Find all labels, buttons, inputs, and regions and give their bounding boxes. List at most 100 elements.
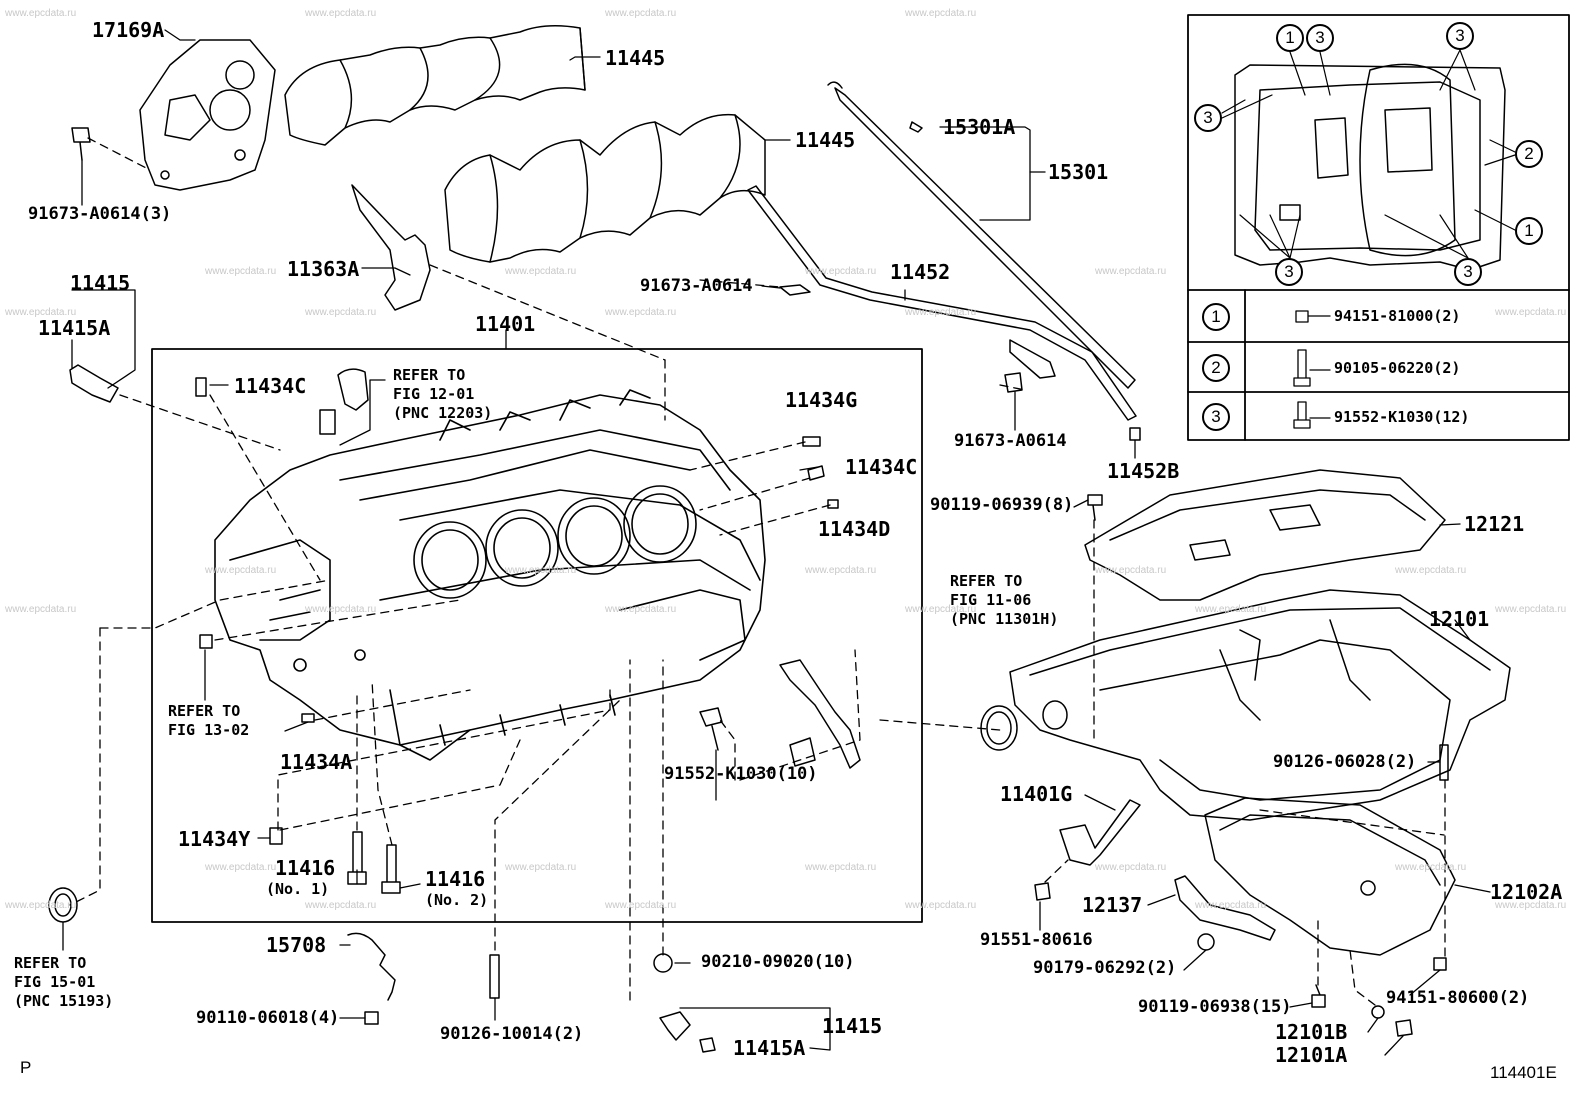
legend-part[interactable]: 91552-K1030(12) — [1334, 408, 1470, 426]
bolt-91552-drawing — [699, 707, 723, 751]
oring-11452B-drawing — [1129, 427, 1141, 441]
clip-15301A-drawing — [909, 121, 923, 133]
part-label[interactable]: 11445 — [605, 46, 666, 70]
watermark: www.epcdata.ru — [205, 862, 277, 873]
part-label[interactable]: 11434D — [818, 517, 891, 541]
part-label[interactable]: 90119-06939(8) — [930, 495, 1074, 515]
guide-tube-bracket — [1009, 339, 1056, 379]
part-label[interactable]: 11401 — [475, 312, 536, 336]
plug-11415-bottom — [659, 1011, 716, 1053]
bolt-91551 — [1034, 882, 1051, 901]
part-label[interactable]: 90126-10014(2) — [440, 1024, 584, 1044]
part-label[interactable]: 11415A — [733, 1036, 806, 1060]
part-label[interactable]: 11415 — [822, 1014, 883, 1038]
part-label[interactable]: 12102A — [1490, 880, 1563, 904]
refer-note-fig12[interactable]: REFER TO FIG 12-01 (PNC 12203) — [393, 366, 493, 422]
bolt-90110 — [364, 1011, 379, 1025]
part-label[interactable]: 11415 — [70, 271, 131, 295]
callout-circle: 2 — [1515, 140, 1543, 168]
watermark: www.epcdata.ru — [5, 604, 77, 615]
part-label[interactable]: 11434C — [234, 374, 307, 398]
callout-circle: 3 — [1275, 258, 1303, 286]
watermark: www.epcdata.ru — [605, 900, 677, 911]
callout-circle: 3 — [1454, 258, 1482, 286]
legend-num: 1 — [1202, 303, 1230, 331]
watermark: www.epcdata.ru — [1195, 900, 1267, 911]
part-label[interactable]: 12101A — [1275, 1043, 1348, 1067]
plug-11415-drawing — [69, 364, 119, 403]
part-label[interactable]: 91551-80616 — [980, 930, 1093, 950]
part-label[interactable]: 94151-80600(2) — [1386, 988, 1530, 1008]
watermark: www.epcdata.ru — [605, 8, 677, 19]
refer-note-fig11[interactable]: REFER TO FIG 11-06 (PNC 11301H) — [950, 572, 1059, 628]
part-label[interactable]: 15708 — [266, 933, 327, 957]
part-label[interactable]: 90110-06018(4) — [196, 1008, 340, 1028]
refer-note-fig15[interactable]: REFER TO FIG 15-01 (PNC 15193) — [14, 954, 114, 1010]
watermark: www.epcdata.ru — [1395, 565, 1467, 576]
part-label[interactable]: 11415A — [38, 316, 111, 340]
watermark: www.epcdata.ru — [605, 604, 677, 615]
callout-circle: 3 — [1306, 24, 1334, 52]
watermark: www.epcdata.ru — [305, 8, 377, 19]
part-label[interactable]: 91673-A0614 — [954, 431, 1067, 451]
part-label[interactable]: 12101B — [1275, 1020, 1348, 1044]
part-label[interactable]: 11452B — [1107, 459, 1180, 483]
cylinder-block-drawing — [214, 389, 766, 761]
part-label[interactable]: 15301A — [943, 115, 1016, 139]
nut-90179 — [1197, 933, 1215, 951]
part-label[interactable]: 11416 — [425, 867, 486, 891]
watermark: www.epcdata.ru — [805, 862, 877, 873]
part-label[interactable]: 11416 — [275, 856, 336, 880]
footer-right: 114401E — [1490, 1063, 1557, 1082]
part-label[interactable]: 91552-K1030(10) — [664, 764, 818, 784]
watermark: www.epcdata.ru — [205, 266, 277, 277]
part-label[interactable]: 11434A — [280, 750, 353, 774]
part-label[interactable]: 91673-A0614 — [640, 276, 753, 296]
watermark: www.epcdata.ru — [1095, 565, 1167, 576]
bearing-lower-drawing — [444, 113, 766, 263]
part-label[interactable]: 90119-06938(15) — [1138, 997, 1292, 1017]
dipstick-drawing — [834, 87, 1136, 389]
part-label[interactable]: 15301 — [1048, 160, 1109, 184]
part-label[interactable]: 90126-06028(2) — [1273, 752, 1417, 772]
legend-part[interactable]: 94151-81000(2) — [1334, 307, 1461, 325]
part-label[interactable]: 90179-06292(2) — [1033, 958, 1177, 978]
part-label[interactable]: 90210-09020(10) — [701, 952, 855, 972]
part-label[interactable]: 11445 — [795, 128, 856, 152]
part-label[interactable]: 91673-A0614(3) — [28, 204, 172, 224]
dashed-guides — [69, 137, 1446, 1006]
oil-jet-drawing — [779, 659, 861, 769]
part-label[interactable]: 11434G — [785, 388, 858, 412]
watermark: www.epcdata.ru — [1495, 307, 1567, 318]
refer-note-fig13[interactable]: REFER TO FIG 13-02 — [168, 702, 250, 739]
watermark: www.epcdata.ru — [805, 266, 877, 277]
part-label[interactable]: 11401G — [1000, 782, 1073, 806]
part-label[interactable]: 12101 — [1429, 607, 1490, 631]
part-label[interactable]: 12137 — [1082, 893, 1143, 917]
part-label[interactable]: 11363A — [287, 257, 360, 281]
watermark: www.epcdata.ru — [1095, 266, 1167, 277]
part-label[interactable]: 17169A — [92, 18, 165, 42]
oil-pan-lower-drawing — [1204, 797, 1456, 956]
watermark: www.epcdata.ru — [905, 8, 977, 19]
callout-circle: 1 — [1515, 217, 1543, 245]
watermark: www.epcdata.ru — [5, 307, 77, 318]
legend-part[interactable]: 90105-06220(2) — [1334, 359, 1461, 377]
part-label[interactable]: 11452 — [890, 260, 951, 284]
leader-lines — [62, 29, 1491, 1056]
dowel-11434D — [827, 499, 839, 509]
callout-circle: 3 — [1446, 22, 1474, 50]
bolt-11416-no1-drawing — [347, 831, 367, 885]
watermark: www.epcdata.ru — [1495, 900, 1567, 911]
dowel-left — [199, 634, 213, 649]
dowel-11434C-top — [195, 377, 207, 397]
part-label[interactable]: 11434Y — [178, 827, 251, 851]
watermark: www.epcdata.ru — [605, 307, 677, 318]
watermark: www.epcdata.ru — [305, 604, 377, 615]
part-label[interactable]: 11434C — [845, 455, 918, 479]
bolt-90119-15 — [1311, 984, 1326, 1008]
rear-cover-drawing — [139, 39, 276, 191]
part-label[interactable]: 12121 — [1464, 512, 1525, 536]
